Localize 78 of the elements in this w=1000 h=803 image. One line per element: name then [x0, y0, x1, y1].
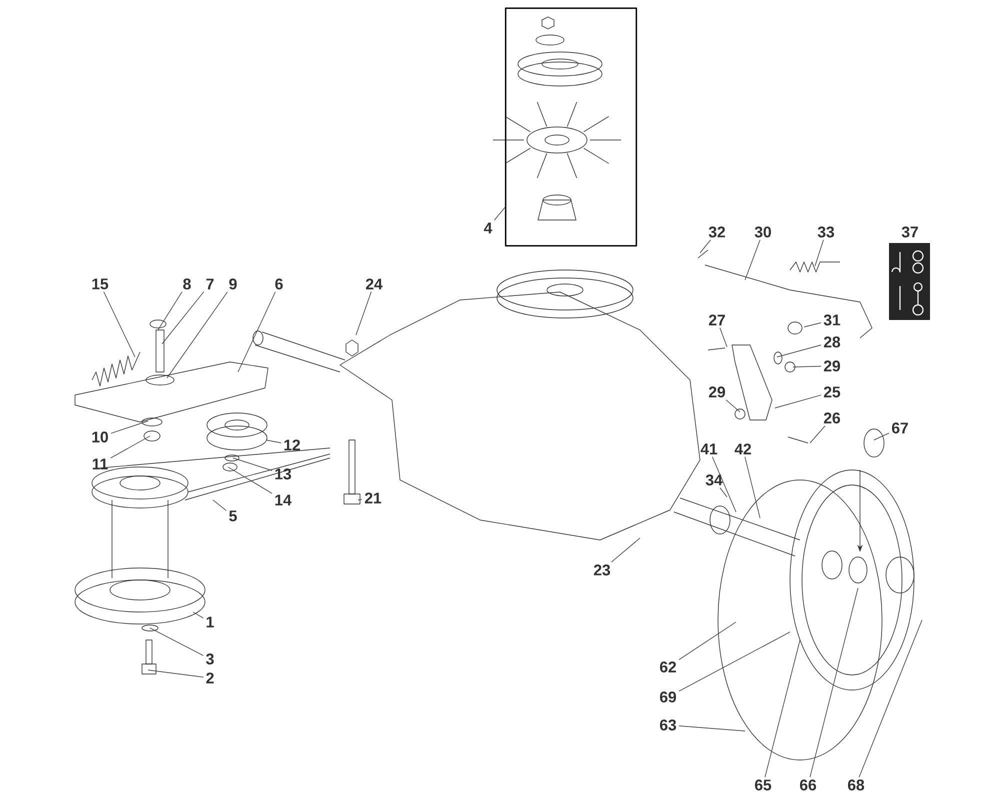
leader-line — [110, 420, 148, 434]
leader-line — [858, 620, 922, 778]
callout-number: 33 — [818, 226, 834, 238]
leader-line — [358, 499, 362, 500]
leader-line — [874, 432, 890, 440]
inset-frame — [504, 8, 638, 246]
callout-number: 24 — [366, 278, 382, 290]
callout-number: 23 — [594, 564, 610, 576]
leader-line — [266, 440, 282, 444]
callout-number: 13 — [275, 468, 292, 480]
leader-line — [700, 240, 711, 254]
leader-line — [232, 458, 272, 471]
leader-line — [814, 240, 824, 266]
leader-line — [150, 628, 204, 656]
callout-number: 37 — [902, 226, 918, 238]
callout-number: 66 — [800, 780, 816, 790]
callout-number: 34 — [706, 474, 722, 486]
callout-number: 27 — [708, 314, 725, 326]
callout-number: 68 — [848, 780, 864, 790]
leader-line — [238, 292, 276, 372]
callout-number: 8 — [183, 278, 191, 290]
leader-line — [720, 488, 728, 498]
leader-line — [810, 426, 826, 444]
callout-number: 67 — [892, 422, 908, 434]
leader-line — [228, 466, 272, 494]
leader-line — [804, 322, 822, 328]
callout-number: 2 — [206, 672, 214, 684]
callout-number: 32 — [708, 226, 725, 238]
callout-number: 21 — [364, 492, 382, 504]
callout-number: 30 — [754, 226, 771, 238]
callout-number: 41 — [700, 444, 718, 454]
callout-number: 29 — [708, 386, 726, 398]
callout-number: 7 — [206, 278, 214, 290]
leader-line — [744, 240, 760, 280]
leader-line — [678, 726, 746, 732]
leader-line — [678, 632, 790, 692]
leader-line — [774, 394, 822, 408]
leader-line — [166, 292, 228, 378]
leader-line — [212, 500, 227, 511]
callout-number: 29 — [824, 360, 840, 372]
callout-number: 25 — [824, 386, 840, 398]
leader-line — [810, 588, 858, 778]
callout-number: 62 — [660, 662, 676, 672]
callout-number: 6 — [275, 278, 283, 290]
leader-line — [720, 327, 728, 348]
callout-number: 4 — [484, 222, 492, 234]
callout-number: 63 — [660, 720, 676, 730]
leader-line — [792, 366, 822, 368]
callout-number: 3 — [206, 654, 214, 664]
leader-line — [744, 456, 760, 518]
callout-number: 31 — [824, 314, 840, 326]
callout-number: 42 — [734, 444, 751, 454]
leader-line — [712, 456, 736, 512]
callout-number: 26 — [824, 412, 840, 424]
leader-line — [764, 640, 800, 778]
callout-number: 9 — [229, 278, 237, 290]
callout-number: 12 — [284, 440, 300, 450]
leader-line — [192, 612, 204, 618]
leader-line — [776, 344, 822, 358]
leader-line — [494, 207, 506, 221]
callout-number: 14 — [275, 494, 292, 506]
callout-number: 11 — [92, 458, 108, 470]
callout-number: 15 — [92, 278, 108, 290]
leader-line — [726, 400, 740, 412]
leader-line — [148, 670, 204, 678]
leader-line — [110, 436, 150, 458]
leader-line — [158, 292, 182, 330]
callout-number: 10 — [92, 432, 108, 442]
leader-line — [356, 291, 372, 336]
callout-number: 28 — [824, 336, 840, 348]
callout-number: 1 — [206, 616, 214, 628]
callout-number: 69 — [660, 692, 676, 702]
leader-line — [678, 622, 736, 660]
callout-number: 5 — [229, 510, 237, 522]
leader-line — [103, 291, 136, 358]
leader-line — [162, 291, 204, 344]
callout-number: 65 — [754, 780, 772, 790]
leader-line — [611, 538, 640, 562]
